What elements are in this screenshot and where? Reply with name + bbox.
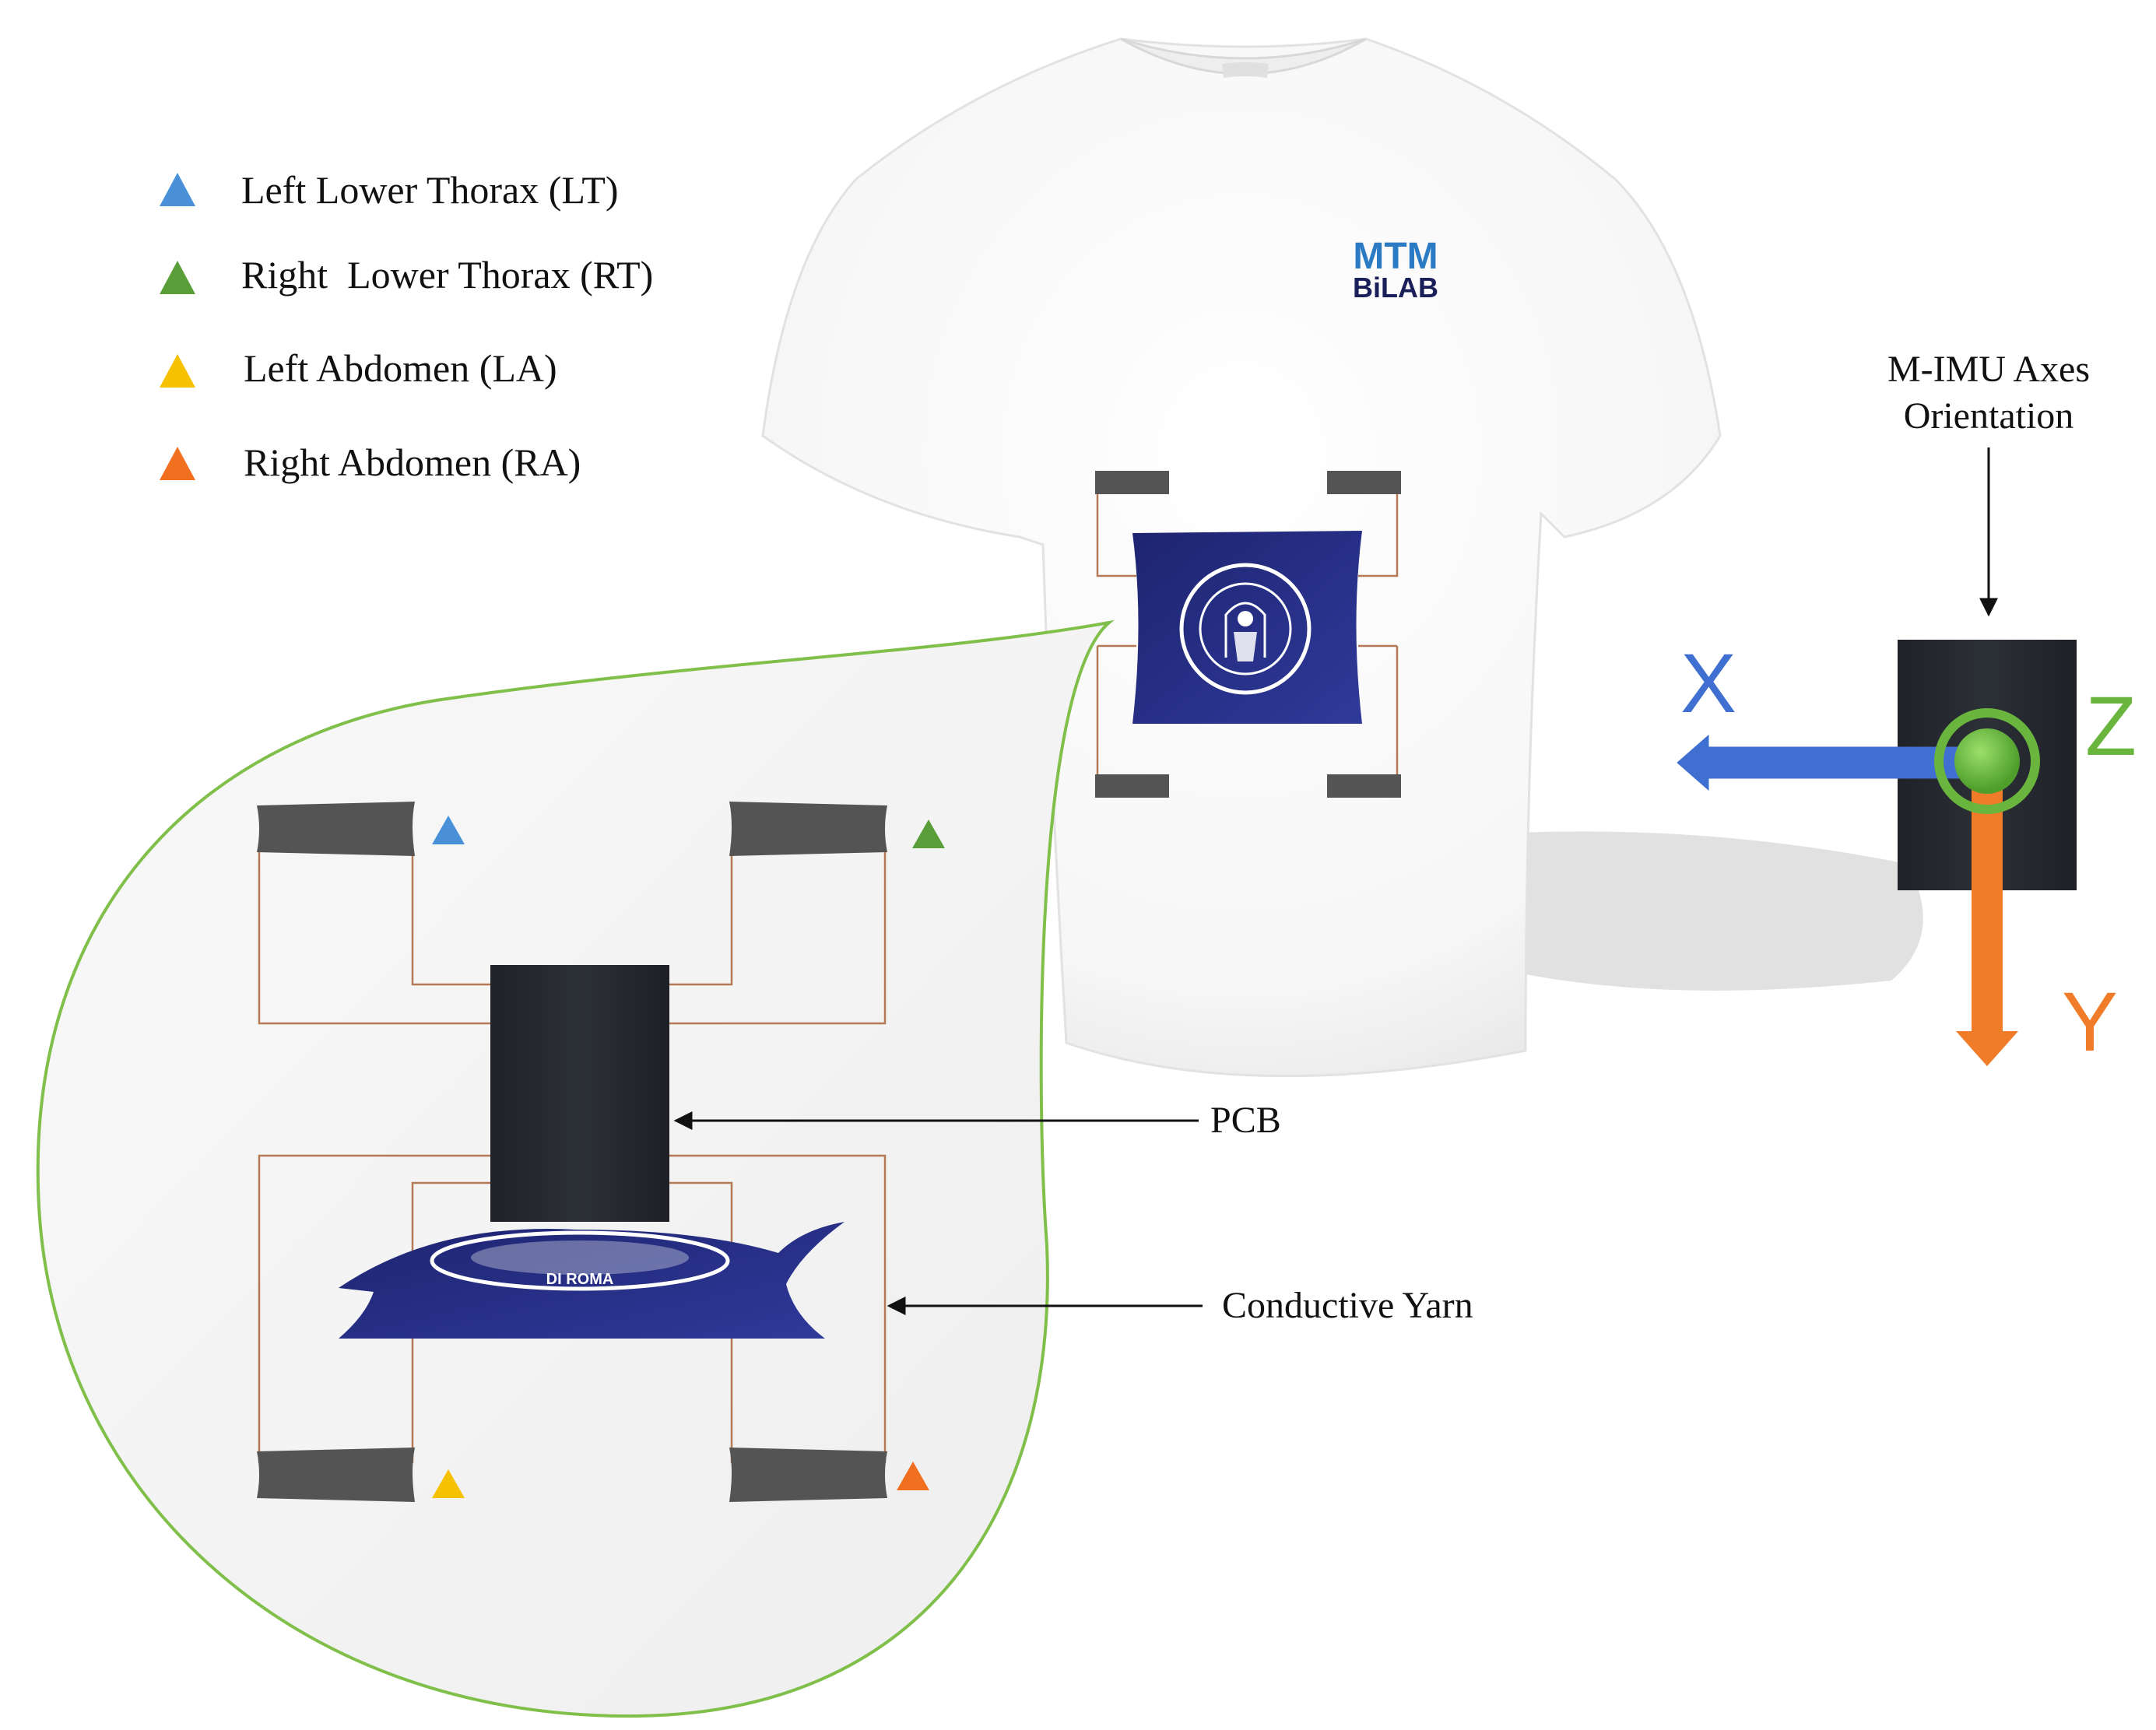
imu-axes-panel: M-IMU Axes Orientation X Y Z	[1677, 349, 2137, 1069]
zoomed-seal-text: DI ROMA	[546, 1271, 614, 1288]
marker-ra	[897, 1462, 929, 1490]
shirt-electrode-system	[1095, 471, 1401, 798]
legend-marker-rt	[160, 261, 195, 294]
t-shirt-tag	[1222, 62, 1269, 78]
pcb-board	[490, 965, 669, 1222]
electrode-ra	[729, 1448, 887, 1502]
legend-label-rt: Right Lower Thorax (RT)	[241, 253, 653, 297]
marker-lt	[432, 816, 465, 844]
shirt-electrode-la	[1095, 774, 1169, 798]
shirt-electrode-lt	[1095, 471, 1169, 494]
axes-title-line2: Orientation	[1904, 395, 2074, 437]
z-axis-ring	[1934, 708, 2040, 814]
shirt-wires	[1096, 486, 1399, 782]
legend-label-ra: Right Abdomen (RA)	[244, 440, 581, 484]
marker-la	[432, 1469, 465, 1498]
shirt-electrode-rt	[1327, 471, 1401, 494]
marker-rt	[912, 819, 945, 848]
electrode-rt	[729, 802, 887, 856]
yarn-label: Conductive Yarn	[1222, 1285, 1473, 1326]
shirt-patch	[1132, 531, 1362, 724]
logo-line1: MTM	[1353, 236, 1438, 277]
electrode-lt	[257, 802, 415, 856]
annotations: PCB Conductive Yarn	[673, 1100, 1473, 1326]
legend-marker-ra	[160, 447, 195, 480]
z-axis-label: Z	[2085, 679, 2137, 773]
y-axis-arrow	[1956, 770, 2018, 1066]
legend-marker-lt	[160, 173, 195, 206]
x-axis-arrow	[1677, 734, 1978, 791]
y-axis-label: Y	[2062, 974, 2118, 1069]
shirt-shadow	[1518, 831, 1923, 991]
t-shirt-collar	[1120, 37, 1367, 75]
electrode-la	[257, 1448, 415, 1502]
mtm-bilab-logo: MTM BiLAB	[1353, 236, 1438, 304]
electrode-markers	[432, 816, 945, 1498]
legend: Left Lower Thorax (LT) Right Lower Thora…	[160, 168, 653, 484]
zoomed-electrode-system: DI ROMA	[257, 802, 887, 1502]
x-axis-label: X	[1680, 636, 1736, 730]
logo-line2: BiLAB	[1353, 272, 1438, 304]
zoomed-seal: DI ROMA	[430, 1230, 730, 1291]
legend-label-lt: Left Lower Thorax (LT)	[241, 168, 619, 212]
legend-marker-la	[160, 354, 195, 388]
axes-title-line1: M-IMU Axes	[1887, 349, 2090, 390]
legend-label-la: Left Abdomen (LA)	[244, 346, 557, 390]
shirt-electrode-ra	[1327, 774, 1401, 798]
university-seal	[1179, 563, 1312, 695]
zoomed-wires	[258, 844, 887, 1463]
pcb-label: PCB	[1210, 1100, 1281, 1141]
z-axis-dot	[1954, 728, 2020, 794]
